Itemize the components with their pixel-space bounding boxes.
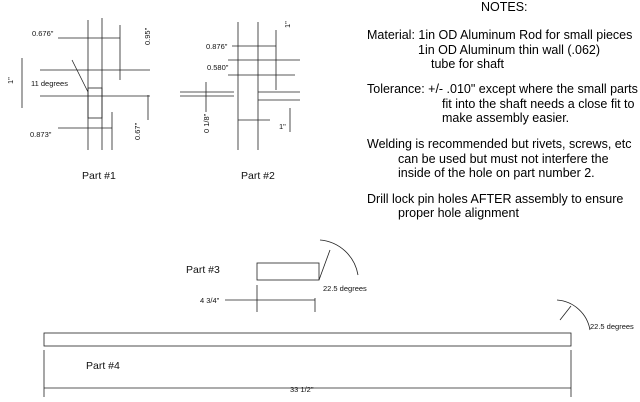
part4-angle: 22.5 degrees [590, 322, 634, 331]
part3-label: Part #3 [186, 264, 220, 276]
part1-angle: 11 degrees [31, 79, 68, 88]
part3-length: 4 3/4" [200, 296, 220, 305]
part1-dim-bottom-right: 0.67" [133, 122, 142, 140]
part1-label: Part #1 [82, 170, 116, 182]
part2-dim-top: 0.876" [206, 42, 228, 51]
part1-dim-top-left: 0.676" [32, 29, 54, 38]
part4-length: 33 1/2" [290, 385, 314, 394]
part2-dim-mid: 0.580" [207, 63, 229, 72]
part2-dim-right-bottom: 1" [279, 122, 286, 131]
part2-dim-left-bottom: 0 1/8" [202, 113, 211, 133]
part2-dim-right-top: 1" [283, 21, 292, 28]
part1-dim-top-right: 0.95" [143, 27, 152, 45]
part4-label: Part #4 [86, 360, 120, 372]
part1-dim-bottom-left: 0.873" [30, 130, 52, 139]
part2-label: Part #2 [241, 170, 275, 182]
part1-dim-left: 1" [6, 77, 15, 84]
part2-drawing [180, 22, 300, 150]
part1-drawing [21, 18, 150, 150]
part3-angle: 22.5 degrees [323, 284, 367, 293]
part3-drawing [225, 239, 359, 312]
part4-drawing [43, 299, 591, 397]
